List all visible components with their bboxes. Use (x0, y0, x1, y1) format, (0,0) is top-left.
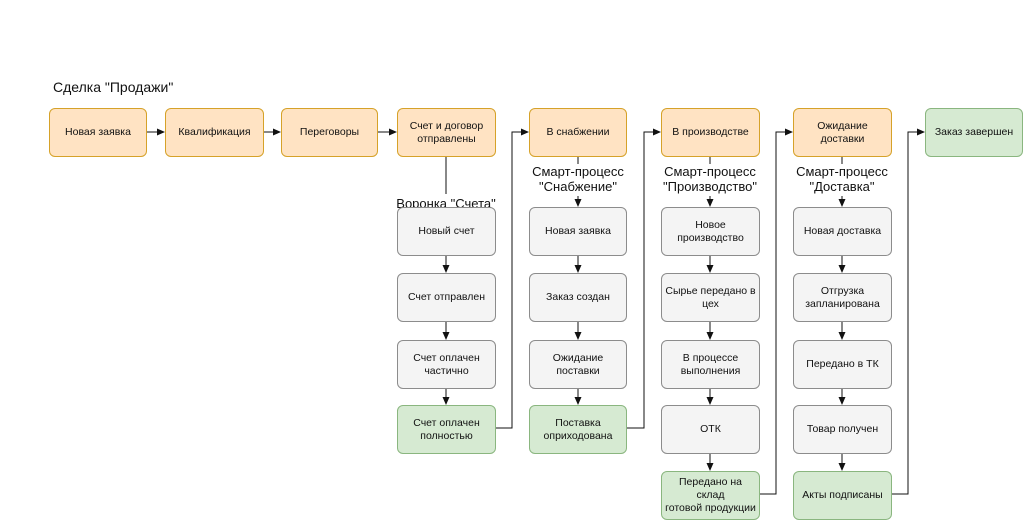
node-label: Передано на склад готовой продукции (665, 476, 756, 514)
node-label: Новая доставка (803, 225, 882, 237)
node-order-completed[interactable]: Заказ завершен (925, 108, 1023, 157)
deal-title: Сделка "Продажи" (53, 79, 174, 95)
node-label: Переговоры (299, 126, 360, 138)
node-delivery-planned[interactable]: Отгрузка запланирована (793, 273, 892, 322)
node-delivery-tk[interactable]: Передано в ТК (793, 340, 892, 389)
node-label: ОТК (700, 423, 721, 435)
node-label: Счет и договор отправлены (409, 119, 484, 145)
node-label: Заказ создан (546, 291, 610, 303)
node-label: Заказ завершен (934, 126, 1014, 138)
node-invoice-partial[interactable]: Счет оплачен частично (397, 340, 496, 389)
arrow-warehouse-to-delivery (760, 128, 793, 495)
node-label: В снабжении (546, 126, 610, 138)
node-supply-waiting[interactable]: Ожидание поставки (529, 340, 627, 389)
label-smart-process-supply: Смарт-процесс "Снабжение" (520, 164, 636, 194)
node-label: Сырье передано в цех (665, 284, 756, 310)
node-label: Новая заявка (65, 126, 131, 138)
node-label: Отгрузка запланирована (805, 284, 880, 310)
node-new-request[interactable]: Новая заявка (49, 108, 147, 157)
node-label: Квалификация (178, 126, 251, 138)
arrow-inv-full-to-supply (496, 128, 529, 429)
node-delivery-received[interactable]: Товар получен (793, 405, 892, 454)
node-production-progress[interactable]: В процессе выполнения (661, 340, 760, 389)
node-qualification[interactable]: Квалификация (165, 108, 264, 157)
node-production-qc[interactable]: ОТК (661, 405, 760, 454)
node-label: Ожидание доставки (817, 119, 868, 145)
node-label: Новая заявка (545, 225, 611, 237)
node-label: В процессе выполнения (680, 351, 741, 377)
node-label: Поставка оприходована (543, 416, 613, 442)
node-label: Ожидание поставки (552, 351, 604, 377)
node-delivery-signed[interactable]: Акты подписаны (793, 471, 892, 520)
node-awaiting-delivery[interactable]: Ожидание доставки (793, 108, 892, 157)
node-invoice-sent[interactable]: Счет и договор отправлены (397, 108, 496, 157)
node-production-warehouse[interactable]: Передано на склад готовой продукции (661, 471, 760, 520)
node-label: Счет оплачен частично (413, 351, 480, 377)
node-production-raw[interactable]: Сырье передано в цех (661, 273, 760, 322)
node-label: Новый счет (418, 225, 475, 237)
arrow-sup-received-to-production (627, 128, 661, 429)
node-label: Счет оплачен полностью (413, 416, 480, 442)
node-production-new[interactable]: Новое производство (661, 207, 760, 256)
node-supply-created[interactable]: Заказ создан (529, 273, 627, 322)
node-label: Акты подписаны (802, 489, 883, 501)
node-delivery-new[interactable]: Новая доставка (793, 207, 892, 256)
node-supply-received[interactable]: Поставка оприходована (529, 405, 627, 454)
node-label: Новое производство (677, 218, 744, 244)
node-invoice-full[interactable]: Счет оплачен полностью (397, 405, 496, 454)
node-label: Передано в ТК (806, 358, 879, 370)
node-supply-new[interactable]: Новая заявка (529, 207, 627, 256)
node-label: В производстве (672, 126, 749, 138)
label-smart-process-delivery: Смарт-процесс "Доставка" (784, 164, 900, 194)
node-invoice-sent-step[interactable]: Счет отправлен (397, 273, 496, 322)
node-invoice-new[interactable]: Новый счет (397, 207, 496, 256)
node-in-production[interactable]: В производстве (661, 108, 760, 157)
node-label: Счет отправлен (407, 291, 486, 303)
node-negotiations[interactable]: Переговоры (281, 108, 378, 157)
node-label: Товар получен (806, 423, 879, 435)
arrow-signed-to-completed (892, 128, 925, 495)
label-smart-process-production: Смарт-процесс "Производство" (650, 164, 770, 194)
node-in-supply[interactable]: В снабжении (529, 108, 627, 157)
